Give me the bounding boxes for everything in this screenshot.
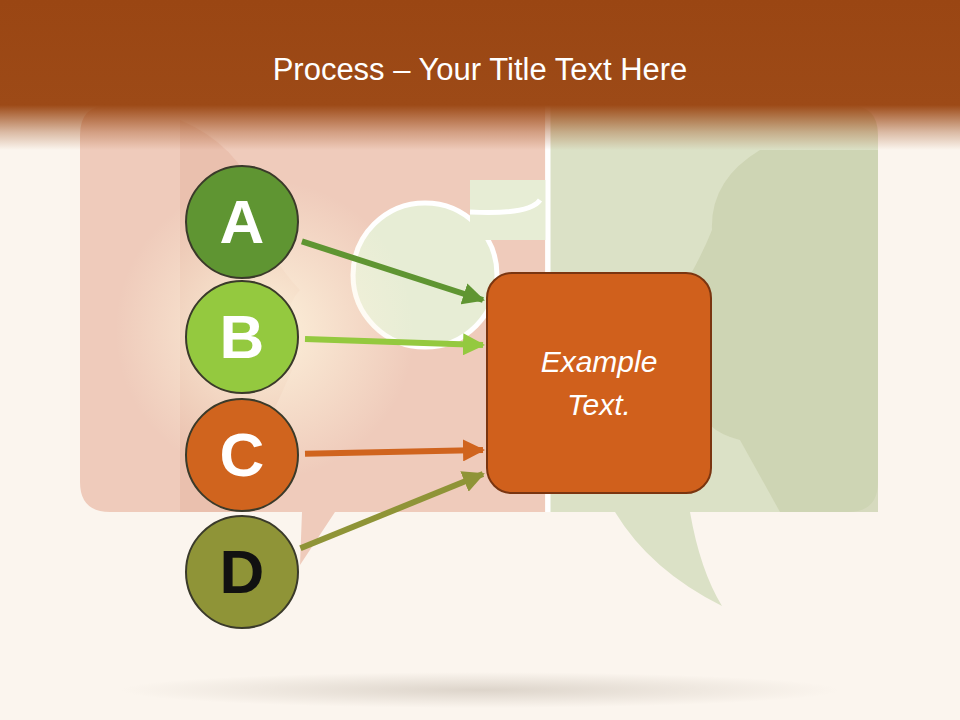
flow-arrow [302, 241, 483, 300]
flow-arrow [305, 339, 483, 345]
step-letter: C [220, 424, 265, 486]
letter-circle: B [185, 280, 299, 394]
slide-title: Process – Your Title Text Here [0, 52, 960, 88]
process-box: Example Text. [486, 272, 712, 494]
letter-circle: C [185, 398, 299, 512]
box-text: Example Text. [510, 340, 688, 427]
letter-circle: A [185, 165, 299, 279]
step-letter: B [220, 306, 265, 368]
step-letter: D [220, 541, 265, 603]
flow-arrow [300, 474, 483, 548]
flow-arrow [305, 450, 483, 454]
step-letter: A [220, 191, 265, 253]
letter-circle: D [185, 515, 299, 629]
